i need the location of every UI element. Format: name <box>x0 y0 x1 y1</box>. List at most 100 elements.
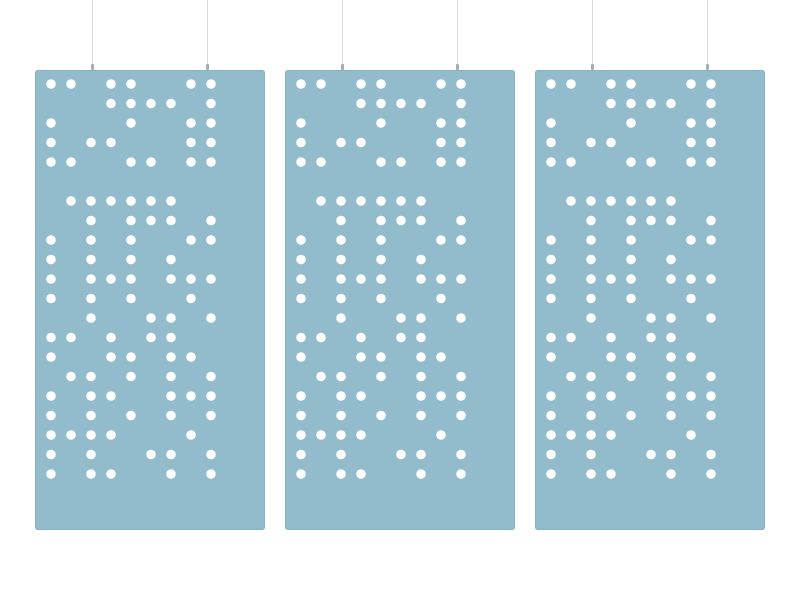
perforation-hole <box>586 371 596 382</box>
perforation-hole <box>706 469 716 479</box>
perforation-hole <box>606 469 616 479</box>
perforation-hole <box>626 79 636 89</box>
perforation-hole <box>666 274 676 284</box>
perforation-hole <box>356 332 366 343</box>
perforation-hole <box>46 410 56 421</box>
perforation-hole <box>166 391 176 401</box>
perforation-hole <box>706 371 716 382</box>
perforation-hole <box>146 332 156 343</box>
perforation-hole <box>546 254 556 265</box>
perforation-hole <box>686 391 696 401</box>
perforation-hole <box>606 79 616 89</box>
perforation-hole <box>686 293 696 304</box>
perforation-hole <box>106 352 116 362</box>
perforation-hole <box>626 371 636 382</box>
perforation-hole <box>456 469 466 479</box>
perforation-hole <box>416 410 426 421</box>
perforation-hole <box>86 430 96 440</box>
perforation-hole <box>546 449 556 460</box>
perforation-hole <box>356 352 366 362</box>
perforation-hole <box>626 196 636 206</box>
perforation-hole <box>396 313 406 323</box>
perforation-hole <box>686 274 696 284</box>
perforation-hole <box>336 469 346 479</box>
perforation-hole <box>416 469 426 479</box>
perforation-hole <box>86 293 96 304</box>
perforation-hole <box>336 215 346 226</box>
perforation-hole <box>86 254 96 265</box>
perforation-hole <box>646 98 656 109</box>
hanging-hook <box>206 64 209 70</box>
perforation-hole <box>686 157 696 167</box>
perforation-hole <box>66 371 76 382</box>
perforation-hole <box>46 352 56 362</box>
perforation-hole <box>686 118 696 128</box>
perforation-hole <box>86 274 96 284</box>
perforation-hole <box>376 274 386 284</box>
perforation-hole <box>646 449 656 460</box>
perforation-hole <box>626 352 636 362</box>
hanging-wire <box>592 0 593 70</box>
perforation-hole <box>166 274 176 284</box>
perforation-hole <box>356 430 366 440</box>
perforation-hole <box>206 79 216 89</box>
perforation-hole <box>396 196 406 206</box>
perforation-hole <box>126 157 136 167</box>
perforation-hole <box>606 332 616 343</box>
perforation-hole <box>146 98 156 109</box>
perforation-hole <box>336 449 346 460</box>
perforation-hole <box>376 79 386 89</box>
perforation-hole <box>706 235 716 245</box>
perforation-hole <box>296 332 306 343</box>
perforation-hole <box>666 449 676 460</box>
acoustic-panel-2 <box>285 70 515 530</box>
perforation-hole <box>376 118 386 128</box>
perforation-hole <box>646 332 656 343</box>
perforation-hole <box>586 137 596 148</box>
perforation-hole <box>316 79 326 89</box>
perforation-hole <box>456 137 466 148</box>
perforation-hole <box>126 196 136 206</box>
perforation-hole <box>46 118 56 128</box>
perforation-hole <box>166 371 176 382</box>
perforation-hole <box>106 274 116 284</box>
perforation-hole <box>336 371 346 382</box>
perforation-hole <box>126 235 136 245</box>
perforation-hole <box>416 274 426 284</box>
perforation-hole <box>166 469 176 479</box>
perforation-hole <box>186 293 196 304</box>
perforation-hole <box>86 235 96 245</box>
perforation-hole <box>166 196 176 206</box>
perforation-hole <box>626 98 636 109</box>
perforation-hole <box>586 313 596 323</box>
perforation-hole <box>666 332 676 343</box>
perforation-hole <box>686 79 696 89</box>
perforation-hole <box>436 137 446 148</box>
perforation-hole <box>186 118 196 128</box>
perforation-hole <box>186 391 196 401</box>
perforation-hole <box>126 410 136 421</box>
hanging-hook <box>591 64 594 70</box>
perforation-hole <box>206 157 216 167</box>
perforation-hole <box>186 235 196 245</box>
perforation-hole <box>86 371 96 382</box>
perforation-hole <box>46 157 56 167</box>
perforation-hole <box>296 391 306 401</box>
perforation-hole <box>646 313 656 323</box>
perforation-hole <box>106 391 116 401</box>
perforation-hole <box>296 157 306 167</box>
perforation-hole <box>336 137 346 148</box>
perforation-hole <box>316 371 326 382</box>
perforation-hole <box>376 98 386 109</box>
perforation-hole <box>396 449 406 460</box>
perforation-hole <box>206 469 216 479</box>
perforation-hole <box>396 332 406 343</box>
perforation-hole <box>606 98 616 109</box>
perforation-hole <box>356 391 366 401</box>
perforation-hole <box>126 274 136 284</box>
perforation-hole <box>106 98 116 109</box>
perforation-hole <box>456 215 466 226</box>
perforation-hole <box>456 371 466 382</box>
perforation-hole <box>586 274 596 284</box>
perforation-hole <box>546 410 556 421</box>
